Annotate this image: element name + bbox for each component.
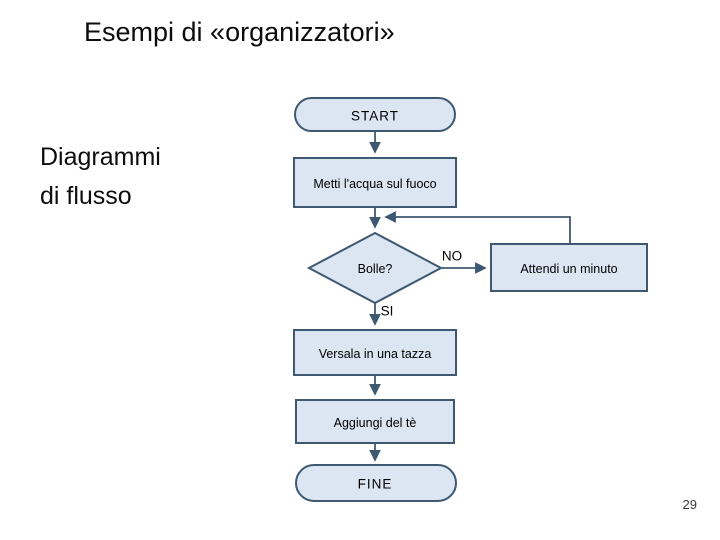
flowchart-node-start: START: [294, 97, 456, 132]
side-label-line-1: Diagrammi: [40, 143, 161, 171]
start-terminator-shape: [294, 97, 456, 132]
flowchart-node-decision: Bolle?: [306, 231, 444, 305]
side-label: Diagrammi di flusso: [40, 138, 161, 216]
end-label: FINE: [358, 477, 393, 492]
flowchart-node-step2: Versala in una tazza: [293, 329, 457, 376]
wait-label: Attendi un minuto: [520, 262, 617, 276]
page-number: 29: [682, 497, 697, 512]
flowchart-node-end: FINE: [295, 464, 457, 502]
edge-label-si: SI: [381, 304, 394, 319]
page-title: Esempi di «organizzatori»: [84, 17, 395, 47]
wait-process-shape: [490, 243, 648, 292]
decision-label: Bolle?: [358, 262, 393, 276]
step1-label: Metti l'acqua sul fuoco: [313, 177, 436, 191]
flowchart-node-step3: Aggiungi del tè: [295, 399, 455, 444]
step2-process-shape: [293, 329, 457, 376]
end-terminator-shape: [295, 464, 457, 502]
side-label-line-2: di flusso: [40, 182, 132, 210]
flowchart-node-step1: Metti l'acqua sul fuoco: [293, 157, 457, 208]
step3-process-shape: [295, 399, 455, 444]
edge-label-no: NO: [442, 249, 462, 264]
start-label: START: [351, 109, 399, 124]
step2-label: Versala in una tazza: [319, 347, 432, 361]
edge-wait-loop-back: [384, 211, 571, 244]
step3-label: Aggiungi del tè: [334, 416, 417, 430]
decision-diamond-shape: [306, 231, 444, 305]
flowchart-node-wait: Attendi un minuto: [490, 243, 648, 292]
step1-process-shape: [293, 157, 457, 208]
